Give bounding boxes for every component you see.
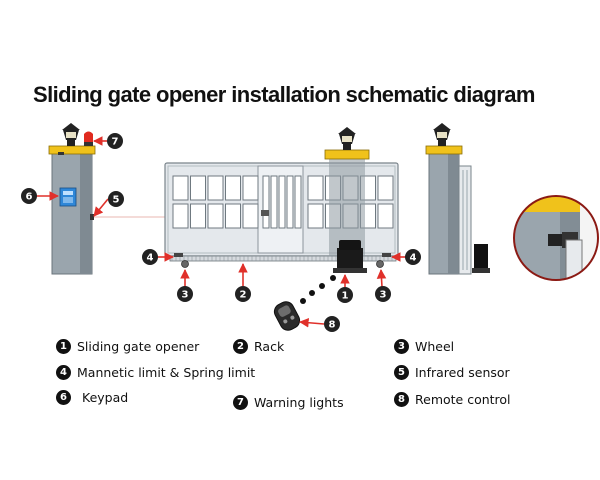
legend-label: Warning lights xyxy=(254,395,344,410)
limit-right xyxy=(382,253,391,257)
legend-label: Sliding gate opener xyxy=(77,339,200,354)
legend-item-opener: 1 Sliding gate opener xyxy=(56,339,199,354)
signal-dots xyxy=(300,275,336,304)
gate-window-pane xyxy=(190,203,206,229)
signal-dot xyxy=(309,290,315,296)
gate-bar xyxy=(270,175,278,229)
warning-light-icon xyxy=(84,131,93,146)
callout-number: 3 xyxy=(182,290,189,301)
legend-number: 8 xyxy=(394,392,409,407)
callout-number: 2 xyxy=(240,290,247,301)
gate-window-pane xyxy=(190,175,206,201)
left-pillar xyxy=(48,145,96,275)
callout-number: 5 xyxy=(113,195,120,206)
legend-label: Rack xyxy=(254,339,285,354)
remote-control-icon xyxy=(273,301,301,331)
gate-window-pane xyxy=(377,175,394,201)
callout-infrared-sensor: 5 xyxy=(108,191,124,207)
callout-limit-right: 4 xyxy=(405,249,421,265)
signal-dot xyxy=(300,298,306,304)
callout-number: 8 xyxy=(329,320,336,331)
gate-opener-motor xyxy=(333,240,367,273)
center-pillar xyxy=(324,149,370,256)
legend-number: 4 xyxy=(56,365,71,380)
callout-keypad: 6 xyxy=(21,188,37,204)
callout-warning-light: 7 xyxy=(107,133,123,149)
legend-label: Infrared sensor xyxy=(415,365,510,380)
signal-dot xyxy=(319,283,325,289)
callout-limit-left: 4 xyxy=(142,249,158,265)
legend-number: 2 xyxy=(233,339,248,354)
legend-item-wheel: 3 Wheel xyxy=(394,339,454,354)
callout-number: 4 xyxy=(147,253,154,264)
callout-number: 7 xyxy=(112,137,119,148)
callout-number: 6 xyxy=(26,192,33,203)
wheel-right xyxy=(376,260,384,268)
legend-label: Remote control xyxy=(415,392,511,407)
legend-label: Wheel xyxy=(415,339,455,354)
legend-number: 5 xyxy=(394,365,409,380)
legend-label: Keypad xyxy=(82,390,129,405)
legend-item-infrared-sensor: 5 Infrared sensor xyxy=(394,365,510,380)
lamp-icon xyxy=(62,123,80,146)
legend-number: 7 xyxy=(233,395,248,410)
infrared-sensor-icon xyxy=(90,214,94,220)
detail-zoom-view xyxy=(513,195,599,281)
callout-wheel-right: 3 xyxy=(375,286,391,302)
legend-item-remote-control: 8 Remote control xyxy=(394,392,511,407)
legend-item-warning-lights: 7 Warning lights xyxy=(233,395,344,410)
callout-number: 4 xyxy=(410,253,417,264)
gate-window-pane xyxy=(307,203,324,229)
callout-opener: 1 xyxy=(337,287,353,303)
gate-window-pane xyxy=(225,203,241,229)
signal-dot xyxy=(330,275,336,281)
legend-item-limit: 4 Mannetic limit & Spring limit xyxy=(56,365,255,380)
gate-window-pane xyxy=(207,203,224,229)
callout-arrows xyxy=(35,136,406,328)
gate-window-pane xyxy=(242,175,259,201)
limit-left xyxy=(174,253,183,257)
keypad-icon xyxy=(59,187,77,207)
gate-window-pane xyxy=(225,175,241,201)
legend-label: Mannetic limit & Spring limit xyxy=(77,365,256,380)
gate-window-pane xyxy=(172,175,189,201)
diagram-title: Sliding gate opener installation schemat… xyxy=(33,82,535,107)
legend-item-keypad: 6 Keypad xyxy=(56,390,128,405)
legend-number: 6 xyxy=(56,390,71,405)
gate-bar xyxy=(278,175,286,229)
lamp-icon xyxy=(433,123,451,146)
callout-number: 1 xyxy=(342,291,349,302)
right-pillar xyxy=(425,145,490,275)
gate-bar xyxy=(286,175,294,229)
gate-bar xyxy=(262,175,270,229)
gate-window-pane xyxy=(377,203,394,229)
callout-rack: 2 xyxy=(235,286,251,302)
gate-window-pane xyxy=(207,175,224,201)
wheel-left xyxy=(181,260,189,268)
gate-window-pane xyxy=(242,203,259,229)
gate-window-pane xyxy=(307,175,324,201)
gate-window-pane xyxy=(172,203,189,229)
callout-wheel-left: 3 xyxy=(177,286,193,302)
callout-number: 3 xyxy=(380,290,387,301)
legend-item-rack: 2 Rack xyxy=(233,339,284,354)
legend-number: 1 xyxy=(56,339,71,354)
legend-number: 3 xyxy=(394,339,409,354)
callout-remote: 8 xyxy=(324,316,340,332)
gate-bar xyxy=(294,175,302,229)
lamp-icon xyxy=(338,127,356,150)
